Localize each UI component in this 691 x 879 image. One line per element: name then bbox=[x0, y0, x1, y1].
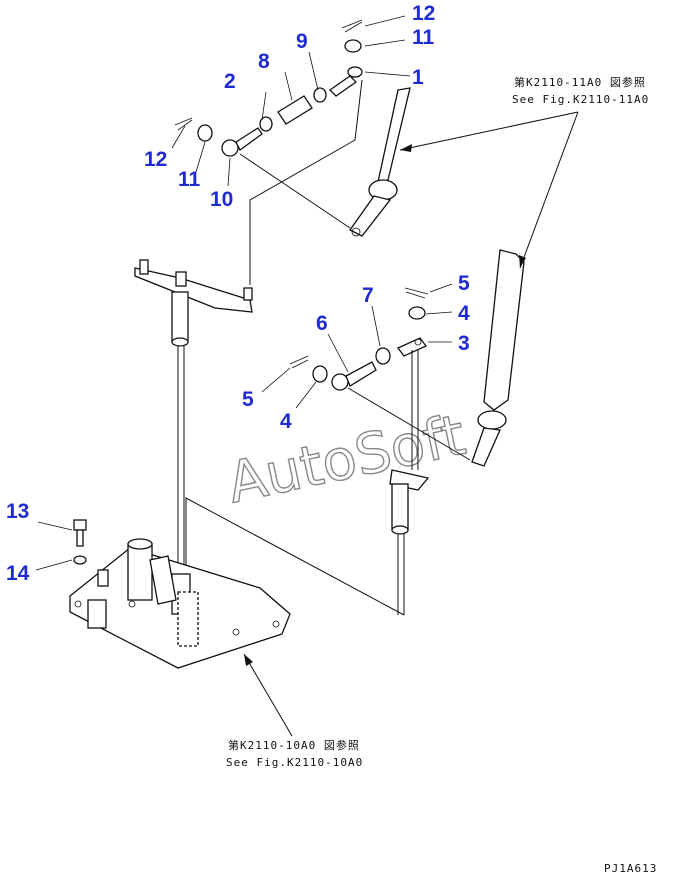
reference-labels: 第K2110-11A0 図参照 See Fig.K2110-11A0 第K211… bbox=[226, 75, 657, 875]
base-plate bbox=[69, 538, 291, 669]
leader-lines bbox=[35, 15, 453, 571]
callout-8: 8 bbox=[258, 50, 270, 73]
ref-upper-en: See Fig.K2110-11A0 bbox=[512, 93, 649, 106]
upper-lever-assembly bbox=[174, 19, 411, 285]
callout-4-top: 4 bbox=[458, 302, 470, 325]
callout-13: 13 bbox=[6, 500, 29, 523]
upper-bellcrank bbox=[134, 259, 253, 572]
lower-lever-assembly bbox=[185, 249, 525, 616]
callout-11-top: 11 bbox=[412, 26, 435, 49]
ref-lower-en: See Fig.K2110-10A0 bbox=[226, 756, 363, 769]
watermark: AutoSoft bbox=[222, 403, 471, 517]
callout-2: 2 bbox=[224, 70, 236, 93]
callout-labels: 1 2 8 9 11 12 12 11 10 5 4 3 7 6 5 4 13 … bbox=[6, 2, 470, 585]
callout-5-left: 5 bbox=[242, 388, 254, 411]
ref-lower-jp: 第K2110-10A0 図参照 bbox=[228, 738, 360, 752]
callout-3: 3 bbox=[458, 332, 470, 355]
callout-12-top: 12 bbox=[412, 2, 435, 25]
callout-10: 10 bbox=[210, 188, 233, 211]
callout-14: 14 bbox=[6, 562, 30, 585]
callout-11-left: 11 bbox=[178, 168, 201, 191]
reference-arrows bbox=[243, 111, 579, 737]
drawing-code: PJ1A613 bbox=[604, 862, 657, 875]
callout-9: 9 bbox=[296, 30, 308, 53]
ref-upper-jp: 第K2110-11A0 図参照 bbox=[514, 75, 646, 89]
callout-12-left: 12 bbox=[144, 148, 167, 171]
callout-5-top: 5 bbox=[458, 272, 470, 295]
callout-6: 6 bbox=[316, 312, 328, 335]
callout-4-left: 4 bbox=[280, 410, 292, 433]
callout-1: 1 bbox=[412, 66, 424, 89]
callout-7: 7 bbox=[362, 284, 374, 307]
bolt-washer bbox=[73, 519, 87, 565]
